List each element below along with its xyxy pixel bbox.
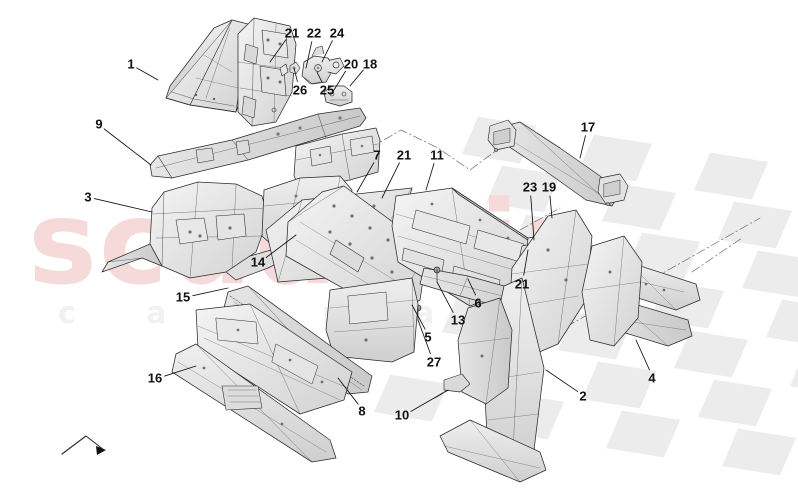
leader-line-20: [333, 70, 346, 91]
callout-15[interactable]: 15: [175, 289, 191, 305]
callout-4[interactable]: 4: [648, 370, 656, 386]
leader-line-1: [136, 67, 159, 81]
callout-25[interactable]: 25: [319, 82, 335, 98]
leader-line-26: [293, 67, 298, 82]
callout-13[interactable]: 13: [450, 312, 466, 328]
callout-2[interactable]: 2: [579, 388, 587, 404]
leader-line-24: [321, 40, 333, 63]
leader-line-27: [417, 319, 431, 355]
leader-line-17: [579, 135, 586, 159]
leader-line-9: [103, 128, 152, 166]
leader-line-21b: [381, 162, 400, 199]
leader-line-14: [265, 234, 297, 258]
callout-19[interactable]: 19: [541, 179, 557, 195]
callout-21b[interactable]: 21: [396, 147, 412, 163]
leader-line-4: [635, 339, 650, 371]
leader-line-13: [436, 281, 454, 313]
leader-line-15: [192, 287, 229, 297]
callout-16[interactable]: 16: [147, 370, 163, 386]
callout-21a[interactable]: 21: [284, 25, 300, 41]
leader-line-25: [316, 71, 323, 83]
callout-7[interactable]: 7: [373, 147, 381, 163]
leader-line-19: [549, 195, 553, 219]
callout-11[interactable]: 11: [430, 147, 444, 163]
leader-line-18: [349, 69, 364, 87]
callout-23[interactable]: 23: [522, 179, 538, 195]
leader-line-7: [356, 162, 375, 193]
leader-line-2: [545, 369, 579, 392]
leader-line-3: [93, 198, 153, 213]
leader-line-23: [530, 195, 535, 241]
callout-9[interactable]: 9: [95, 116, 103, 132]
callout-14[interactable]: 14: [250, 254, 266, 270]
leader-line-21a: [269, 39, 287, 63]
callout-27[interactable]: 27: [426, 354, 442, 370]
callout-22[interactable]: 22: [306, 25, 322, 41]
callout-18[interactable]: 18: [362, 56, 378, 72]
callout-10[interactable]: 10: [394, 407, 410, 423]
leader-line-22: [305, 41, 313, 69]
leader-line-6: [467, 278, 476, 296]
callout-26[interactable]: 26: [292, 82, 308, 98]
leader-line-11: [425, 163, 435, 191]
leader-line-8: [337, 377, 359, 405]
leader-line-10: [410, 389, 449, 412]
callout-6[interactable]: 6: [474, 295, 482, 311]
callout-1[interactable]: 1: [127, 56, 135, 72]
callout-21c[interactable]: 21: [514, 276, 530, 292]
callout-20[interactable]: 20: [343, 56, 359, 72]
leader-line-21c: [523, 249, 529, 276]
callout-5[interactable]: 5: [424, 329, 432, 345]
callout-8[interactable]: 8: [358, 403, 366, 419]
callout-24[interactable]: 24: [329, 25, 345, 41]
callout-3[interactable]: 3: [84, 189, 92, 205]
callout-17[interactable]: 17: [580, 119, 596, 135]
leader-line-5: [411, 304, 426, 330]
leader-line-16: [164, 365, 197, 377]
